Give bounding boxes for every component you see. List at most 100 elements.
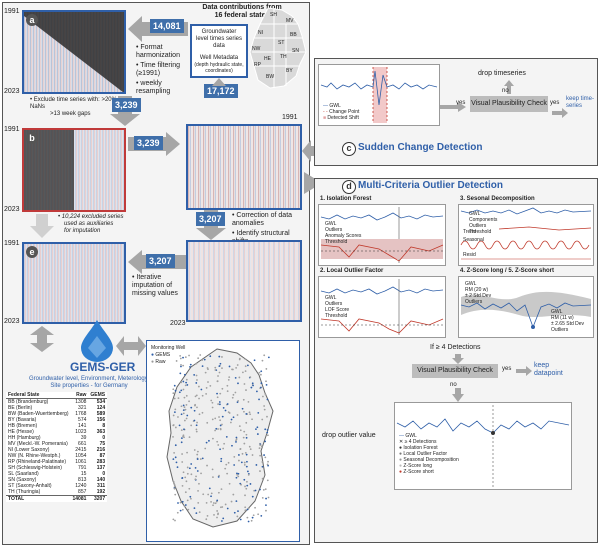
well-dot: [245, 433, 248, 436]
well-dot: [190, 497, 192, 500]
table-total-cell: 14081: [70, 495, 89, 502]
gems-drop-icon: [81, 320, 113, 362]
arrow-up-drop: [504, 80, 514, 94]
well-dot: [201, 457, 204, 460]
iterative-text: • Iterative imputation of missing values: [132, 274, 178, 297]
well-dot: [175, 360, 178, 362]
well-dot: [211, 418, 214, 421]
well-dot: [205, 387, 208, 389]
well-dot: [266, 431, 269, 434]
label-d: d: [342, 180, 356, 194]
well-dot: [220, 457, 223, 460]
state-label-bw: BW: [266, 74, 275, 80]
well-dot: [245, 487, 248, 490]
well-dot: [195, 475, 197, 478]
well-dot: [251, 495, 254, 498]
well-dot: [198, 482, 200, 485]
well-dot: [245, 413, 248, 415]
keep-datapoint: keep datapoint: [534, 362, 563, 377]
well-dot: [217, 375, 219, 377]
drop-outlier-value: drop outlier value: [322, 432, 376, 439]
well-dot: [172, 388, 175, 391]
well-dot: [193, 449, 196, 451]
well-dot: [232, 393, 235, 396]
well-dot: [180, 437, 183, 440]
well-dot: [185, 394, 188, 397]
well-dot: [245, 465, 248, 468]
well-dot: [254, 489, 257, 492]
well-dot: [187, 508, 190, 511]
well-dot: [198, 397, 200, 400]
well-dot: [240, 483, 242, 486]
well-dot: [251, 382, 254, 385]
well-dot: [242, 436, 245, 439]
table-cell-raw: 857: [78, 489, 87, 495]
well-dot: [174, 389, 177, 392]
well-dot: [221, 356, 223, 358]
well-dot: [190, 406, 193, 409]
well-dot: [243, 410, 245, 413]
well-dot: [259, 470, 261, 472]
well-dot: [182, 471, 185, 474]
well-dot: [243, 442, 246, 445]
well-dot: [179, 357, 182, 360]
well-dot: [261, 359, 264, 362]
well-dot: [186, 499, 189, 502]
well-dot: [194, 404, 196, 407]
well-dot: [230, 418, 233, 421]
well-dot: [173, 384, 176, 387]
well-dot: [266, 434, 269, 437]
table-cell-raw: 2415: [75, 447, 87, 453]
well-dot: [249, 448, 252, 451]
well-dot: [210, 500, 212, 503]
well-dot: [214, 369, 217, 371]
table-cell-raw: 15: [80, 471, 87, 477]
table-cell-state: SN (Saxony): [8, 477, 37, 483]
table-cell-gems: 192: [96, 489, 106, 495]
table-cell-gems: 216: [96, 447, 106, 453]
year-end-e: 2023: [4, 318, 20, 325]
well-dot: [218, 416, 220, 418]
well-dot: [262, 488, 265, 491]
well-dot: [243, 478, 246, 481]
drop-timeseries: drop timeseries: [478, 70, 526, 77]
state-label-by: BY: [286, 68, 293, 74]
well-dot: [236, 515, 239, 518]
well-dot: [181, 484, 184, 487]
table-cell-raw: 1023: [75, 429, 87, 435]
table-cell-gems: 311: [97, 483, 106, 489]
table-cell-state: BE (Berlin): [8, 405, 33, 411]
well-dot: [224, 409, 227, 412]
well-dot: [246, 508, 249, 511]
table-cell-gems: 137: [96, 465, 106, 471]
well-dot: [210, 495, 212, 498]
well-dot: [182, 412, 185, 415]
table-cell-gems: 0: [102, 471, 106, 477]
data-box: Groundwater level times series data Well…: [190, 24, 248, 78]
well-dot: [258, 447, 261, 449]
c-title: Sudden Change Detection: [358, 142, 483, 153]
table-cell-state: SL (Saarland): [8, 471, 39, 477]
well-dot: [260, 382, 263, 385]
well-dot: [199, 458, 202, 460]
count-3239a: 3,239: [112, 98, 141, 112]
well-dot: [208, 439, 210, 442]
table-cell-state: HB (Bremen): [8, 423, 38, 429]
well-dot: [245, 436, 248, 439]
well-dot: [181, 453, 183, 455]
well-dot: [172, 458, 175, 460]
well-dot: [195, 382, 198, 384]
well-dot: [247, 400, 250, 403]
state-label-mv: MV: [286, 18, 294, 24]
well-dot: [263, 354, 266, 357]
well-dot: [238, 358, 241, 361]
well-dot: [223, 442, 226, 445]
well-dot: [183, 436, 185, 439]
year-start-a: 1991: [4, 8, 20, 15]
well-dot: [173, 411, 176, 414]
well-dot: [218, 401, 221, 403]
